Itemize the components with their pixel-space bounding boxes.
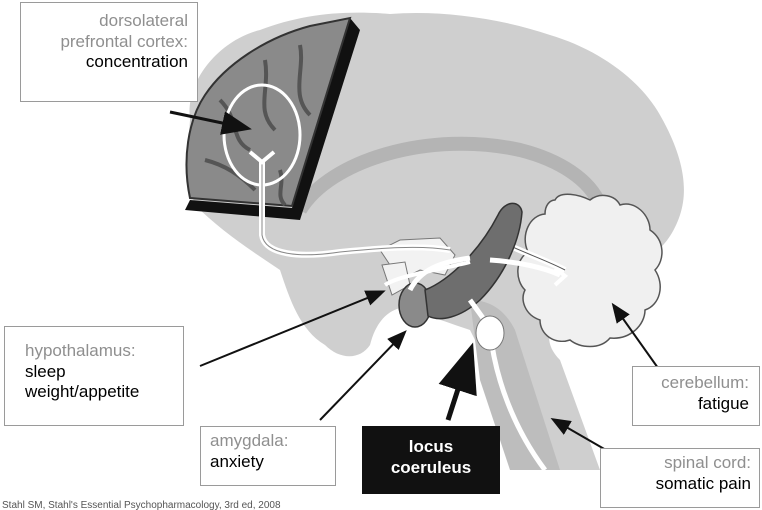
citation-text: Stahl SM, Stahl's Essential Psychopharma… bbox=[2, 500, 281, 510]
dlpfc-label-box: dorsolateral prefrontal cortex: concentr… bbox=[20, 2, 198, 102]
locus-coeruleus-nucleus bbox=[476, 316, 504, 350]
cerebellum-function: fatigue bbox=[633, 394, 749, 415]
dlpfc-title-line1: dorsolateral bbox=[21, 11, 188, 32]
spinal-cord-label-box: spinal cord: somatic pain bbox=[600, 448, 760, 508]
spinal-cord-function: somatic pain bbox=[601, 474, 751, 495]
hypothalamus-function-appetite: weight/appetite bbox=[25, 382, 183, 403]
locus-label-line1: locus bbox=[363, 437, 499, 458]
dlpfc-function: concentration bbox=[21, 52, 188, 73]
dlpfc-title-line2: prefrontal cortex: bbox=[21, 32, 188, 53]
hypothalamus-function-sleep: sleep bbox=[25, 362, 183, 383]
amygdala-label-box: amygdala: anxiety bbox=[200, 426, 336, 486]
locus-label-line2: coeruleus bbox=[363, 458, 499, 479]
amygdala-title: amygdala: bbox=[210, 431, 335, 452]
arrow-locus bbox=[448, 352, 470, 420]
spinal-cord-title: spinal cord: bbox=[601, 453, 751, 474]
hypothalamus-title: hypothalamus: bbox=[25, 341, 183, 362]
amygdala-function: anxiety bbox=[210, 452, 335, 473]
hypothalamus-label-box: hypothalamus: sleep weight/appetite bbox=[4, 326, 184, 426]
cerebellum-label-box: cerebellum: fatigue bbox=[632, 366, 760, 426]
locus-coeruleus-label-box: locus coeruleus bbox=[362, 426, 500, 494]
cerebellum-title: cerebellum: bbox=[633, 373, 749, 394]
